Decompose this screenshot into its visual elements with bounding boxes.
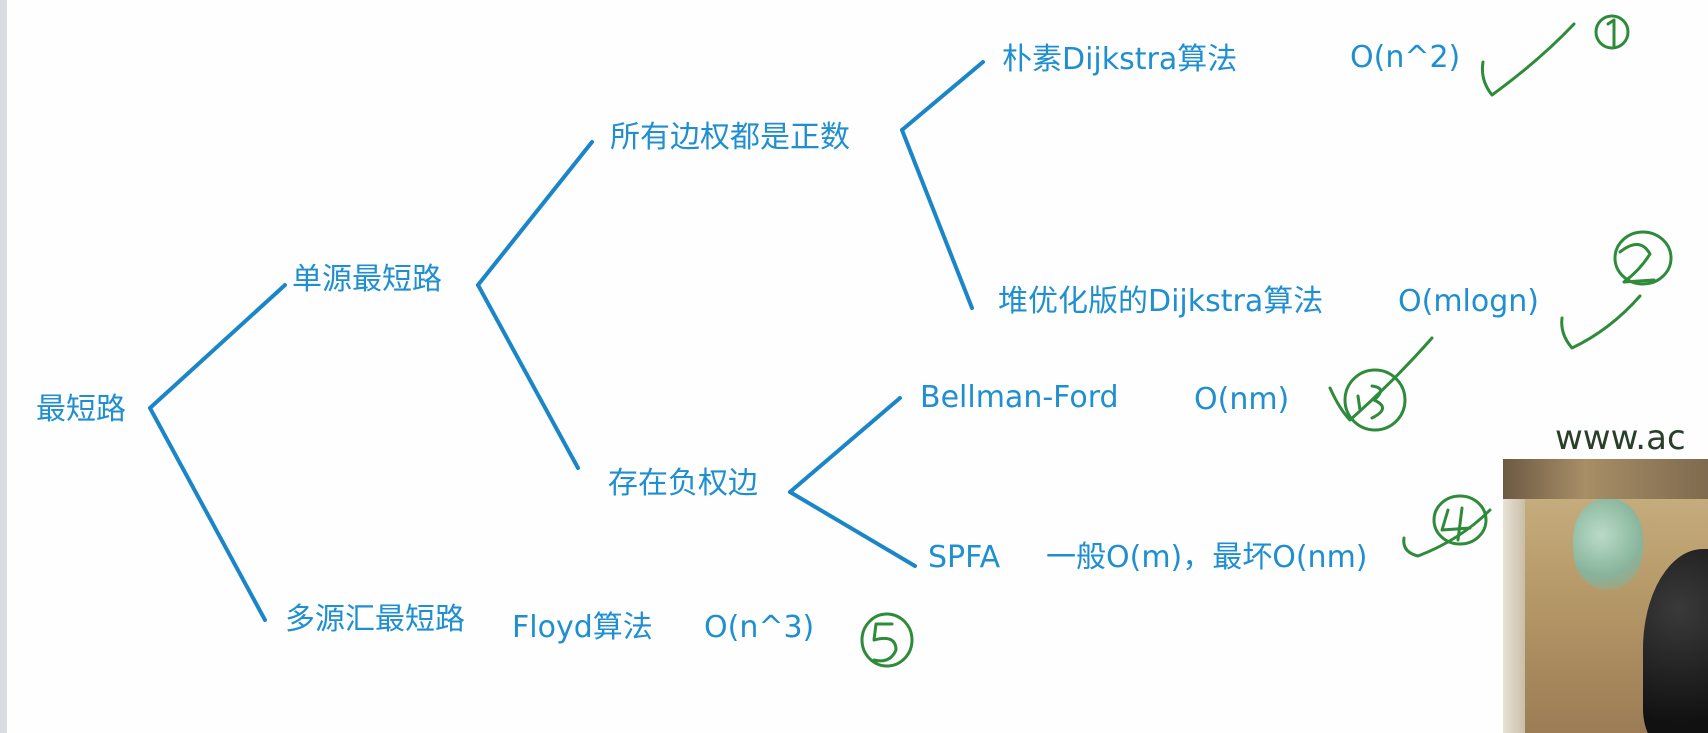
bellman-ford-complexity: O(nm) [1194, 382, 1290, 417]
checkmark-2-icon [1560, 294, 1642, 350]
node-heap-dijkstra: 堆优化版的Dijkstra算法 [998, 284, 1324, 319]
checkmark-3-icon [1328, 336, 1434, 422]
circled-1-icon [1594, 14, 1630, 50]
spfa-complexity: 一般O(m)，最坏O(nm) [1046, 540, 1368, 575]
webcam-overlay [1503, 459, 1708, 733]
circled-5-icon [860, 612, 914, 668]
webcam-person [1643, 549, 1708, 733]
edge-positive-heap [900, 128, 974, 310]
floyd-complexity: O(n^3) [704, 610, 815, 645]
edge-single-negative [476, 283, 580, 470]
checkmark-1-icon [1480, 22, 1576, 97]
left-window-edge [0, 0, 7, 733]
node-bellman-ford: Bellman-Ford [920, 380, 1119, 415]
node-single-source: 单源最短路 [292, 262, 442, 297]
heap-dijkstra-complexity: O(mlogn) [1398, 284, 1539, 319]
node-negative-edges: 存在负权边 [608, 466, 758, 501]
circled-3-icon [1343, 368, 1407, 432]
node-all-positive: 所有边权都是正数 [610, 120, 850, 155]
node-spfa: SPFA [928, 540, 1001, 575]
webcam-door [1503, 499, 1525, 733]
edge-positive-naive [900, 60, 985, 132]
circled-2-icon [1613, 230, 1673, 286]
edge-root-multi [148, 406, 267, 622]
checkmark-4-icon [1402, 508, 1492, 558]
edge-root-single [148, 283, 287, 410]
edge-negative-bellman [788, 396, 902, 494]
node-multi-source: 多源汇最短路 [285, 602, 465, 637]
edge-single-positive [476, 140, 594, 287]
naive-dijkstra-complexity: O(n^2) [1350, 40, 1461, 75]
edge-negative-spfa [788, 490, 917, 568]
node-naive-dijkstra: 朴素Dijkstra算法 [1002, 42, 1238, 77]
webcam-shelf [1503, 459, 1708, 499]
webcam-object [1573, 499, 1643, 589]
site-watermark: www.ac [1555, 418, 1686, 458]
node-floyd: Floyd算法 [512, 610, 653, 645]
node-root: 最短路 [36, 392, 126, 427]
circled-4-icon [1432, 494, 1488, 546]
